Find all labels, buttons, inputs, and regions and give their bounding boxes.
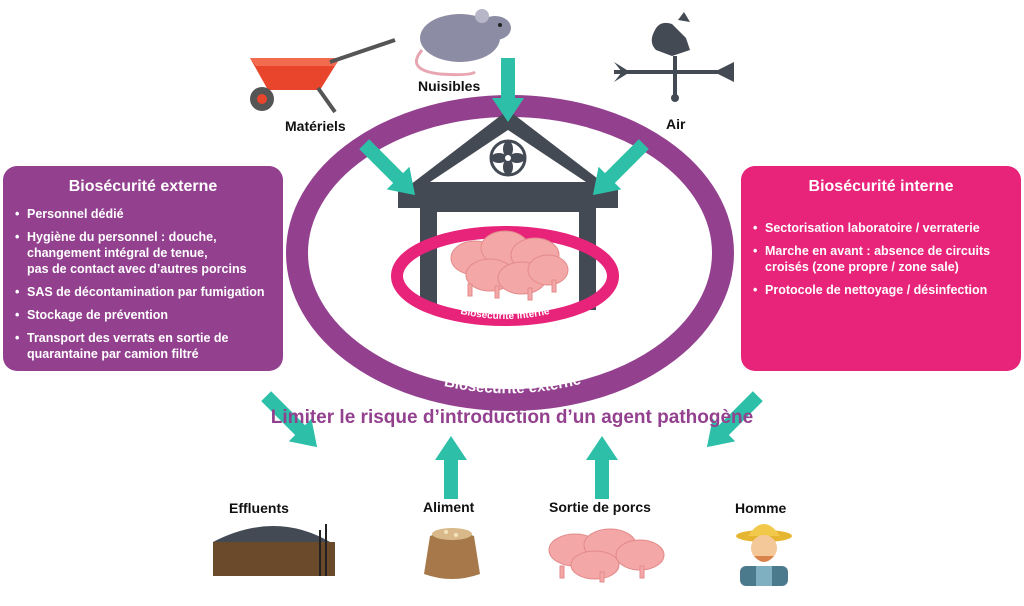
arrow-from-air [592,139,649,196]
external-biosecurity-card: Biosécurité externe Personnel dédié Hygi… [3,166,283,371]
arrow-from-aliment [435,436,467,499]
internal-item: Marche en avant : absence de circuits cr… [753,243,1009,275]
pig-group-icon [450,230,569,301]
external-item: Stockage de prévention [15,307,271,323]
internal-biosecurity-card: Biosécurité interne Sectorisation labora… [741,166,1021,371]
external-card-title: Biosécurité externe [68,178,218,195]
external-item: Personnel dédié [15,206,271,222]
manure-pit-icon [213,524,335,576]
weathervane-icon [614,12,734,102]
farmer-icon [736,524,792,586]
internal-card-list: Sectorisation laboratoire / verraterie M… [753,220,1009,298]
arrow-from-nuisibles [492,58,524,122]
external-item: SAS de décontamination par fumigation [15,284,271,300]
arrow-group [261,58,763,499]
label-homme: Homme [735,500,787,516]
feed-sack-icon [424,528,480,579]
label-aliment: Aliment [423,499,475,515]
label-materiels: Matériels [285,118,346,134]
main-title: Limiter le risque d’introduction d’un ag… [270,407,754,428]
rat-icon [415,9,511,77]
external-item: Transport des verrats en sortie de quara… [15,330,271,362]
arrow-from-materiels [359,139,416,196]
external-item: Hygiène du personnel : douche, changemen… [15,229,271,277]
arrow-from-homme [706,391,763,448]
fan-icon [489,139,527,177]
wheelbarrow-icon [250,38,396,114]
arrow-from-sortie [586,436,618,499]
pigs-bottom-icon [548,528,665,583]
arrow-from-effluents [261,391,318,448]
inner-ring-label: Biosécurité interne [459,306,551,322]
internal-item: Sectorisation laboratoire / verraterie [753,220,1009,236]
external-card-list: Personnel dédié Hygiène du personnel : d… [15,206,271,362]
label-sortie-de-porcs: Sortie de porcs [549,499,651,515]
label-nuisibles: Nuisibles [418,78,481,94]
internal-item: Protocole de nettoyage / désinfection [753,282,1009,298]
internal-card-title: Biosécurité interne [808,178,954,195]
label-air: Air [666,116,686,132]
label-effluents: Effluents [229,500,289,516]
